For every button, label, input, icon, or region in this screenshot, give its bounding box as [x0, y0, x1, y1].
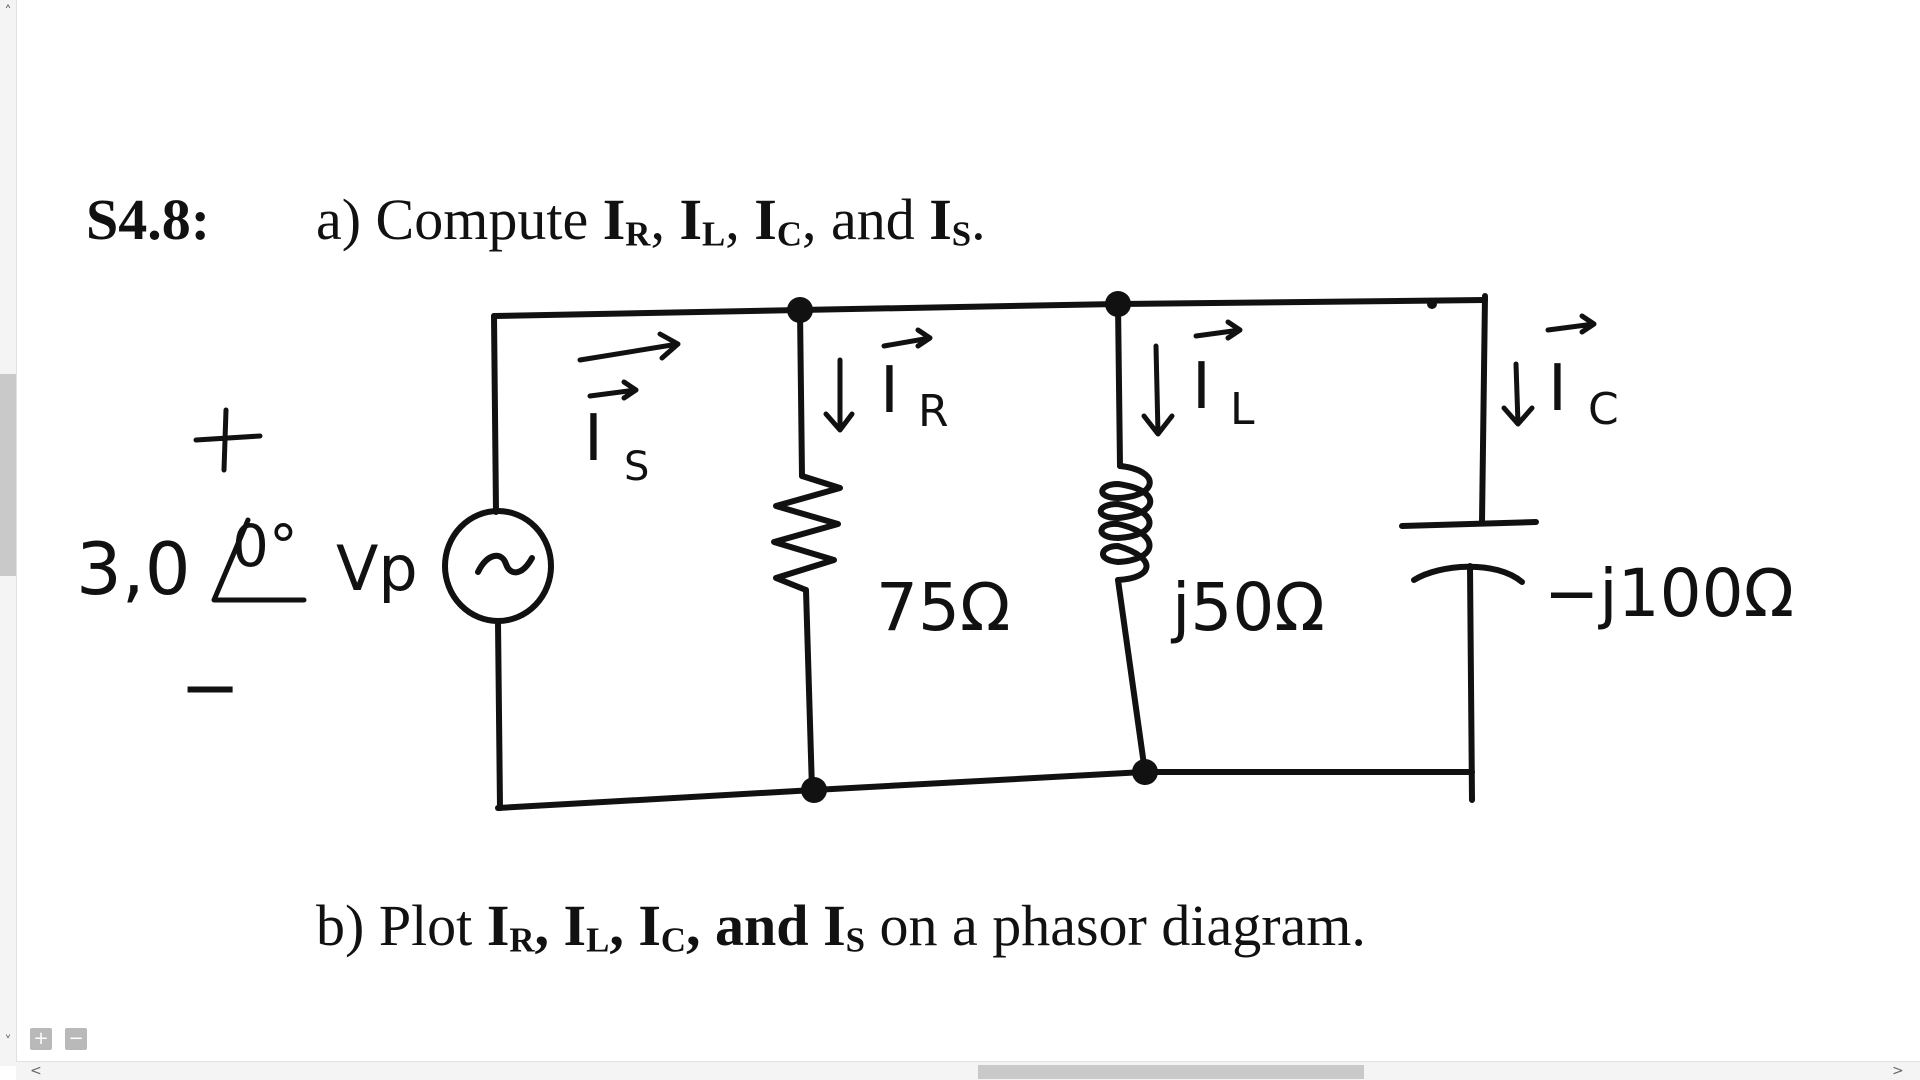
scroll-up-arrow-icon[interactable]: ˄ — [4, 4, 12, 20]
node-top-corner — [1427, 299, 1437, 309]
current-ir-label-b: IR — [486, 893, 535, 960]
vertical-scrollbar[interactable]: ˄ ˅ — [0, 0, 17, 1066]
scroll-right-arrow-icon[interactable]: > — [1892, 1063, 1904, 1079]
il-vector-bar — [1193, 319, 1243, 341]
resistor-zigzag — [771, 473, 843, 593]
question-part-a: a) Compute IR, IL, IC, and IS. — [316, 187, 986, 254]
is-hand-letter: I — [584, 402, 603, 476]
current-ic-label-b: IC — [638, 893, 687, 960]
scroll-down-arrow-icon[interactable]: ˅ — [4, 1034, 12, 1050]
zoom-in-button[interactable]: + — [30, 1028, 52, 1050]
capacitor-wire-bottom — [1467, 563, 1475, 803]
vertical-scroll-thumb[interactable] — [0, 374, 16, 576]
current-il-label: IL — [679, 187, 726, 254]
part-a-lead: a) Compute — [316, 187, 603, 252]
problem-number: S4.8: — [86, 187, 211, 252]
node-top-left — [787, 297, 813, 323]
inductor-wire-top — [1115, 301, 1123, 469]
source-unit: Vp — [336, 532, 418, 605]
resistor-wire-bottom — [803, 587, 815, 793]
current-is-label: IS — [929, 187, 972, 254]
capacitor-wire-top — [1479, 293, 1488, 525]
capacitor-plate-top — [1399, 519, 1539, 529]
resistor-value: 75Ω — [876, 569, 1010, 646]
ir-vector-bar — [881, 327, 933, 349]
horizontal-scroll-thumb[interactable] — [978, 1065, 1364, 1079]
zoom-out-button[interactable]: − — [65, 1028, 87, 1050]
current-ic-label: IC — [754, 187, 802, 254]
source-plus-mark — [193, 407, 263, 473]
scroll-left-arrow-icon[interactable]: < — [30, 1063, 42, 1079]
circuit-nodes — [787, 291, 1437, 803]
is-arrow-icon — [577, 331, 681, 363]
source-magnitude: 3,0 — [76, 527, 191, 611]
il-hand-letter: I — [1192, 350, 1211, 424]
inductor-value: j50Ω — [1170, 569, 1325, 646]
voltage-source-circle — [442, 508, 554, 624]
source-minus: − — [180, 645, 240, 729]
current-ir-label: IR — [602, 187, 651, 254]
question-part-b: b) Plot IR, IL, IC, and IS on a phasor d… — [316, 893, 1366, 960]
is-vector-bar — [587, 379, 639, 401]
ir-down-arrow-icon — [823, 357, 855, 433]
ic-hand-letter: I — [1548, 352, 1567, 426]
inductor-coil — [1097, 463, 1154, 583]
bottom-rail — [495, 769, 1475, 811]
part-b-lead: b) Plot — [316, 893, 487, 958]
source-wire-bottom — [495, 619, 503, 811]
horizontal-scrollbar[interactable]: < > — [16, 1061, 1920, 1080]
il-hand-sub: L — [1230, 384, 1255, 435]
resistor-wire-top — [797, 307, 805, 479]
top-rail — [491, 297, 1488, 319]
node-bottom-right — [1132, 759, 1158, 785]
is-hand-sub: S — [624, 444, 649, 490]
il-down-arrow-icon — [1141, 343, 1175, 437]
ic-down-arrow-icon — [1501, 361, 1535, 427]
node-top-right — [1105, 291, 1131, 317]
current-is-label-b: IS — [823, 893, 865, 960]
source-wire-top — [491, 313, 499, 515]
node-bottom-left — [801, 777, 827, 803]
source-angle: 0° — [232, 512, 298, 580]
sine-wave-icon — [475, 552, 535, 576]
inductor-wire-bottom — [1115, 577, 1148, 775]
ic-vector-bar — [1545, 313, 1597, 335]
capacitor-value: −j100Ω — [1544, 555, 1794, 632]
ir-hand-sub: R — [918, 386, 949, 437]
angle-symbol — [211, 517, 307, 603]
ir-hand-letter: I — [880, 354, 899, 428]
ic-hand-sub: C — [1588, 384, 1619, 435]
current-il-label-b: IL — [563, 893, 610, 960]
